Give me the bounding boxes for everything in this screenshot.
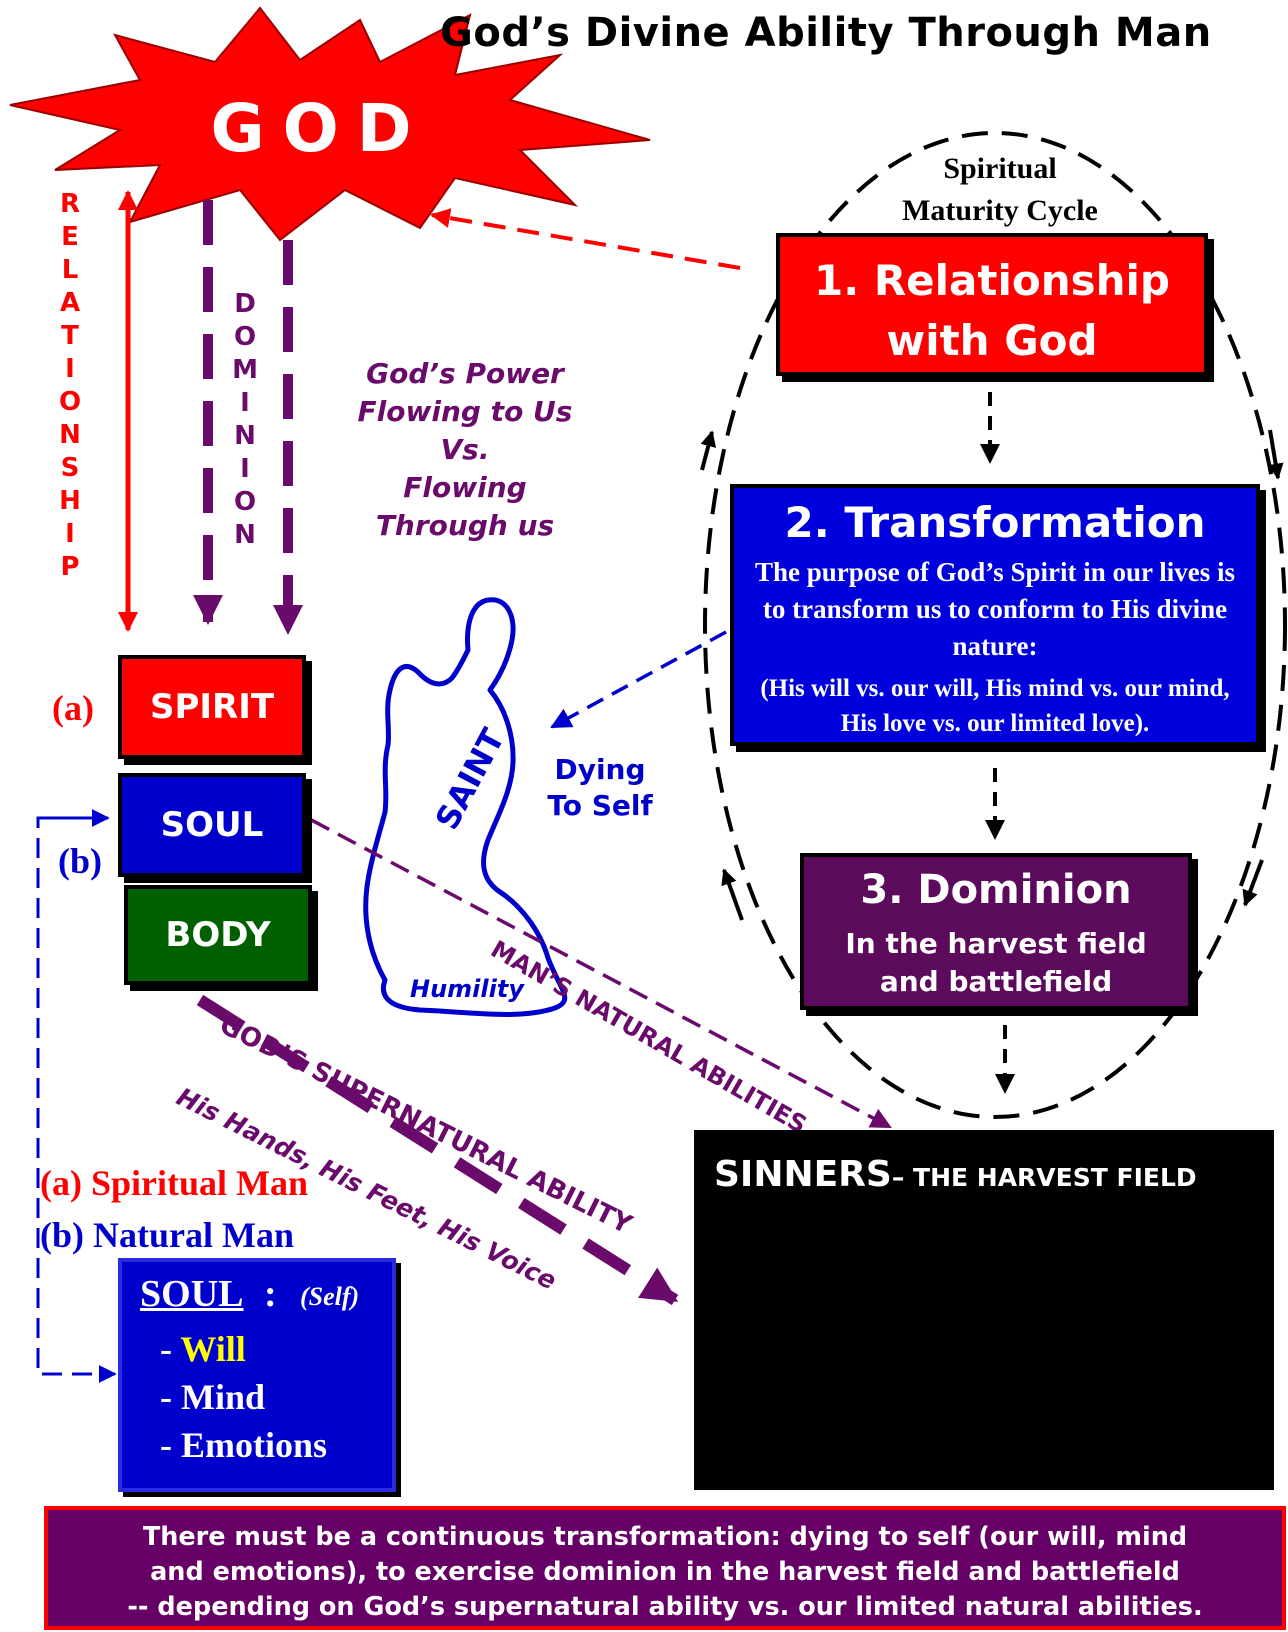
- vertical-letter: H: [59, 486, 81, 516]
- return-to-god-arrow: [430, 208, 741, 270]
- vertical-letter: T: [61, 321, 79, 351]
- humility-label: Humility: [410, 975, 524, 1003]
- transformation-to-saint-arrow: [550, 630, 727, 729]
- vertical-letter: O: [233, 487, 257, 517]
- vertical-letter: S: [60, 453, 80, 483]
- vertical-letter: R: [59, 189, 81, 219]
- god-label: GOD: [210, 90, 430, 167]
- summary-banner: There must be a continuous transformatio…: [44, 1506, 1286, 1630]
- supernatural-ability-arrow: [196, 994, 679, 1306]
- maturity-cycle-ellipse: [703, 131, 1287, 1119]
- summary-line: and emotions), to exercise dominion in t…: [150, 1557, 1180, 1587]
- harvest-field-panel: SINNERS– THE HARVEST FIELD: [694, 1130, 1274, 1490]
- natural-abilities-arrow: [284, 804, 892, 1129]
- saint-outline: [363, 597, 568, 1017]
- spirit-box: SPIRIT: [118, 655, 306, 759]
- cycle-arrow-left-lower: [721, 868, 744, 921]
- dominion-sub-line: In the harvest field: [845, 927, 1147, 960]
- vertical-letter: N: [234, 421, 256, 451]
- transformation-step-note: (His will vs. our will, His mind vs. our…: [760, 675, 1230, 737]
- transformation-step-body: The purpose of God’s Spirit in our lives…: [754, 557, 1236, 661]
- dominion-step-title: 3. Dominion: [860, 867, 1132, 913]
- summary-line: -- depending on God’s supernatural abili…: [127, 1592, 1203, 1622]
- summary-line: There must be a continuous transformatio…: [142, 1522, 1188, 1552]
- soul-detail-self: (Self): [300, 1282, 360, 1311]
- power-line: Flowing to Us: [357, 395, 573, 428]
- dominion-sub-line: and battlefield: [879, 965, 1113, 998]
- maturity-cycle-label: Spiritual Maturity Cycle: [860, 148, 1140, 232]
- vertical-letter: M: [232, 355, 258, 385]
- vertical-letter: A: [59, 288, 81, 318]
- relationship-step-title: 1. Relationship with God: [780, 251, 1204, 371]
- soul-detail-box: SOUL : (Self) - Will - Mind - Emotions: [118, 1258, 396, 1492]
- vertical-letter: I: [240, 388, 250, 418]
- legend-spiritual-man: (a) Spiritual Man: [40, 1163, 309, 1203]
- power-line: God’s Power: [366, 357, 564, 390]
- summary-text: There must be a continuous transformatio…: [58, 1520, 1272, 1625]
- dying-to-self-label: Dying To Self: [530, 752, 670, 824]
- soul-detail-heading: SOUL: [140, 1273, 244, 1315]
- soul-marker-b: (b): [58, 841, 102, 881]
- transformation-step-title: 2. Transformation: [784, 498, 1206, 547]
- harvest-field-title: SINNERS– THE HARVEST FIELD: [714, 1154, 1197, 1195]
- soul-box: SOUL: [118, 773, 306, 877]
- natural-man-bracket: [36, 816, 117, 1383]
- cycle-arrow-right-lower: [1242, 859, 1264, 907]
- vertical-letter: D: [234, 289, 256, 319]
- vertical-letter: I: [65, 354, 75, 384]
- vertical-letter: N: [59, 420, 81, 450]
- power-line: Through us: [375, 509, 555, 542]
- soul-label: SOUL: [160, 805, 264, 845]
- body-label: BODY: [165, 915, 271, 955]
- step1-line: with God: [886, 316, 1098, 365]
- spirit-label: SPIRIT: [149, 687, 275, 727]
- cycle-arrow-right-upper: [1267, 429, 1284, 480]
- soul-item-mind: - Mind: [160, 1377, 266, 1417]
- vertical-letter: P: [60, 552, 80, 582]
- step1-line: 1. Relationship: [814, 256, 1170, 305]
- soul-item-emotions: - Emotions: [160, 1425, 328, 1465]
- vertical-letter: L: [61, 255, 79, 285]
- vertical-letter: O: [233, 322, 257, 352]
- legend-natural-man: (b) Natural Man: [40, 1215, 294, 1255]
- dominion-step-subtitle: In the harvest field and battlefield: [804, 925, 1188, 1001]
- cycle-arrow-left-upper: [700, 430, 717, 471]
- gods-power-text: God’s Power Flowing to Us Vs. Flowing Th…: [320, 355, 610, 545]
- body-box: BODY: [124, 885, 312, 985]
- power-line: Vs.: [440, 433, 490, 466]
- dying-line: To Self: [547, 789, 653, 822]
- transformation-step-box: 2. Transformation The purpose of God’s S…: [730, 484, 1260, 746]
- dominion-step-box: 3. Dominion In the harvest field and bat…: [800, 853, 1192, 1010]
- cycle-label-line: Spiritual: [943, 152, 1057, 185]
- vertical-letter: I: [65, 519, 75, 549]
- vertical-letter: E: [61, 222, 79, 252]
- vertical-letter: N: [234, 520, 256, 550]
- vertical-letter: I: [240, 454, 250, 484]
- page-title: God’s Divine Ability Through Man: [440, 10, 1212, 56]
- soul-detail-colon: :: [264, 1273, 277, 1315]
- vertical-letter: O: [58, 387, 82, 417]
- dying-line: Dying: [554, 753, 646, 786]
- cycle-label-line: Maturity Cycle: [902, 194, 1098, 227]
- spirit-marker-a: (a): [52, 688, 94, 728]
- relationship-step-box: 1. Relationship with God: [776, 233, 1208, 376]
- soul-item-will: - Will: [160, 1329, 246, 1369]
- power-line: Flowing: [403, 471, 527, 504]
